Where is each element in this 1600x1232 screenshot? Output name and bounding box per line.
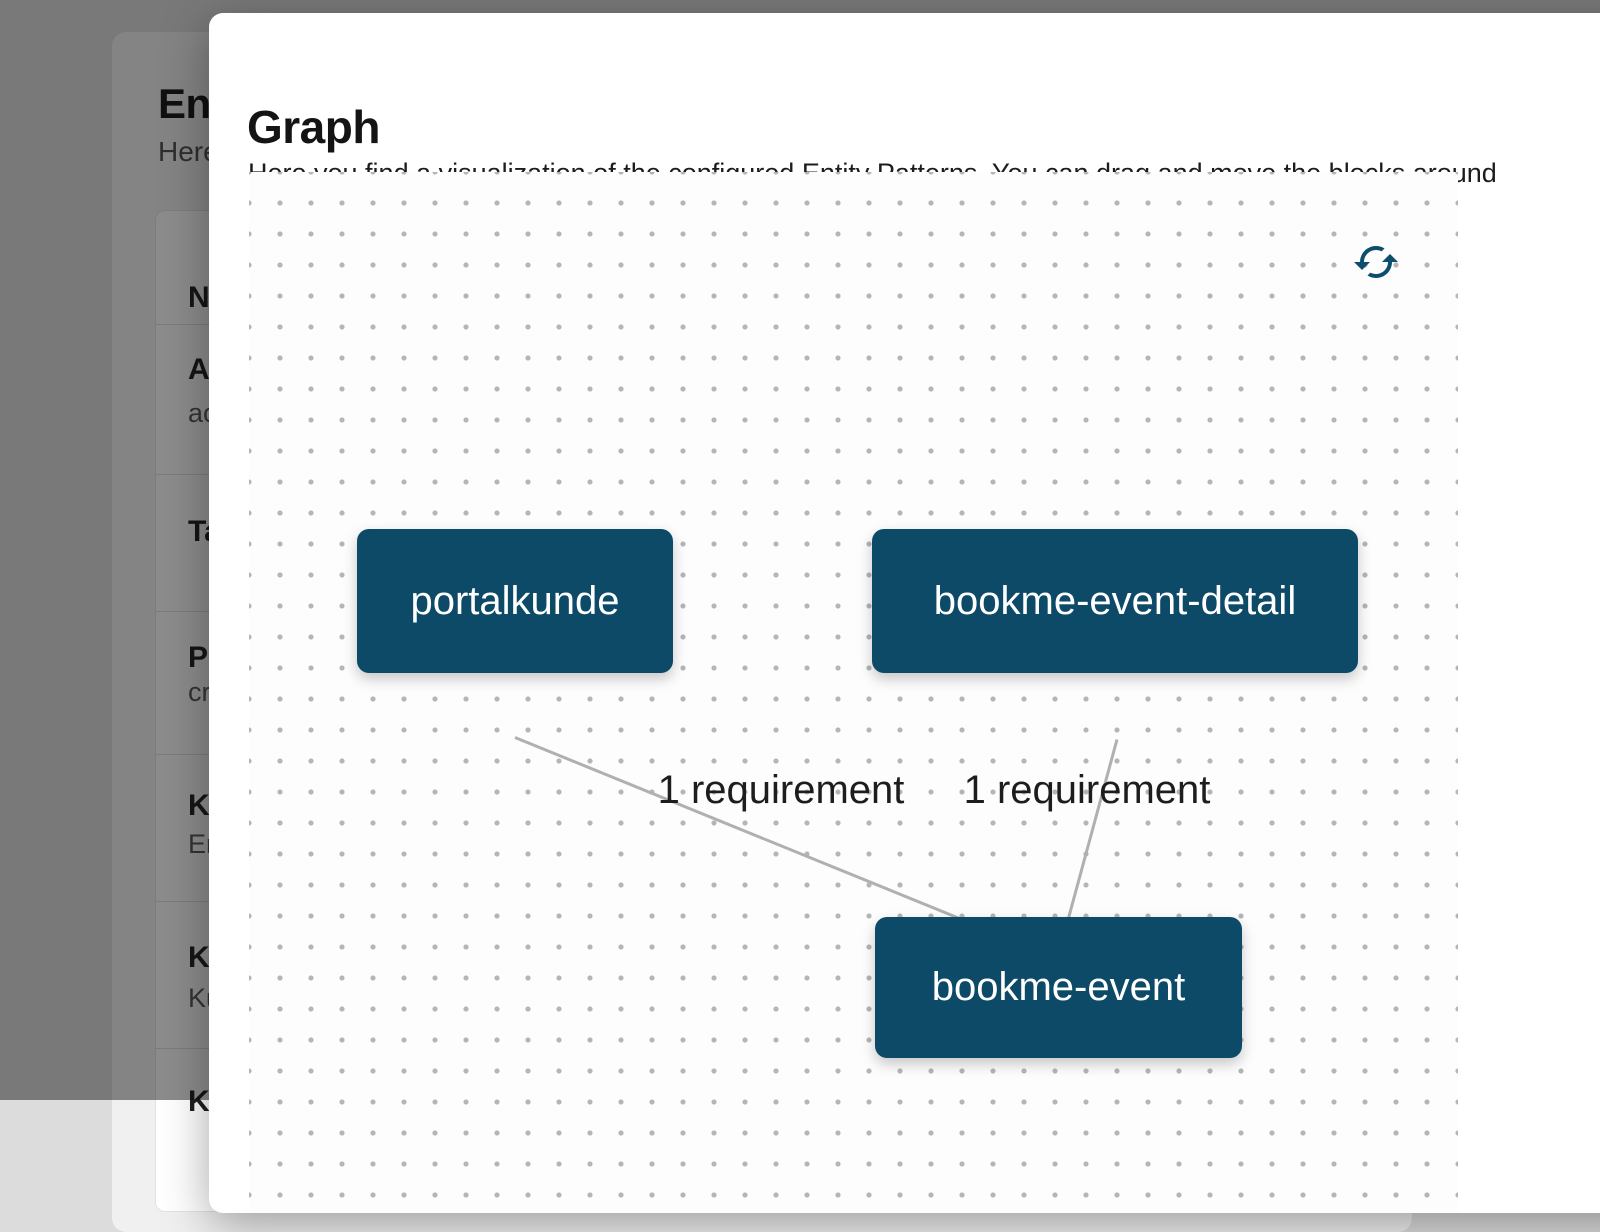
- node-bookme-event[interactable]: bookme-event: [875, 917, 1242, 1058]
- background-table-header: N: [188, 281, 210, 314]
- refresh-layout-button[interactable]: [1352, 238, 1400, 286]
- node-portalkunde[interactable]: portalkunde: [357, 529, 673, 673]
- edge-label: 1 requirement: [963, 768, 1211, 812]
- modal-title: Graph: [247, 100, 380, 153]
- table-row-name: A: [188, 353, 210, 386]
- graph-canvas[interactable]: 1 requirement 1 requirement portalkunde …: [249, 172, 1458, 1213]
- node-label: bookme-event-detail: [933, 578, 1297, 623]
- node-label: portalkunde: [410, 578, 620, 623]
- node-bookme-event-detail[interactable]: bookme-event-detail: [872, 529, 1358, 673]
- table-row-name: P: [188, 641, 209, 674]
- table-row-sub: cr: [188, 677, 211, 707]
- background-page-subtitle: Here: [158, 136, 219, 167]
- graph-modal: Graph Here you find a visualization of t…: [209, 13, 1600, 1213]
- table-row-name: K: [188, 789, 210, 822]
- sync-icon: [1352, 246, 1400, 289]
- edge-label: 1 requirement: [657, 768, 905, 812]
- graph-edges: [514, 736, 1119, 964]
- node-label: bookme-event: [931, 965, 1186, 1009]
- table-row-name: K: [188, 941, 210, 974]
